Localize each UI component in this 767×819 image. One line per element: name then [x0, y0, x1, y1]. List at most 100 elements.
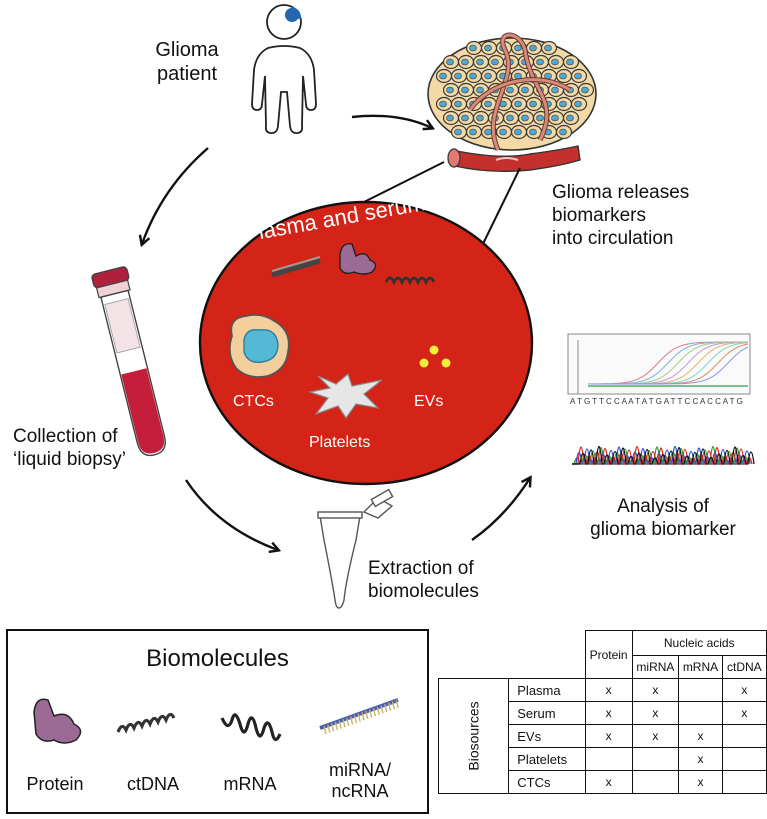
- blood-tube-icon: [91, 266, 166, 457]
- table-cell: x: [631, 678, 680, 702]
- sequence-text: A T G T T C C A A T A T G A T T C C A C …: [570, 397, 743, 406]
- tumor-cell-icon: [457, 82, 475, 98]
- chromatogram-icon: [572, 445, 755, 465]
- tumor-cell-icon: [435, 96, 453, 112]
- zoom-line-right: [479, 167, 521, 251]
- collection-label: Collection of‘liquid biopsy’: [13, 426, 127, 470]
- mirna-tooth: [368, 709, 373, 718]
- table-cell: x: [631, 724, 680, 748]
- tumor-cell-icon: [465, 40, 483, 56]
- table-row: Biosources Plasma x x x: [437, 678, 767, 794]
- tumor-cell-icon: [547, 54, 565, 70]
- tumor-cell-icon: [442, 54, 460, 70]
- mirna-tooth: [334, 721, 339, 731]
- row-name: Platelets: [508, 747, 586, 771]
- table-corner: [438, 630, 586, 679]
- table-row: CTCs x x: [439, 770, 767, 794]
- tumor-cell-icon: [570, 68, 588, 84]
- tumor-cell-icon: [442, 82, 460, 98]
- tumor-cell-icon: [525, 40, 543, 56]
- table-cell: [631, 747, 680, 771]
- evs-label: EVs: [414, 393, 444, 410]
- mirna-ncrna-label: miRNA/ ncRNA: [329, 760, 391, 801]
- protein-blob-icon-circle: [339, 243, 377, 275]
- tumor-cell-icon: [562, 54, 580, 70]
- row-name: EVs: [508, 724, 586, 748]
- tumor-cell-icon: [540, 40, 558, 56]
- ctdna-label: ctDNA: [126, 774, 179, 794]
- table-cell: [631, 770, 680, 794]
- table-cell: x: [678, 724, 723, 748]
- row-name: Serum: [508, 701, 586, 725]
- table-cell: x: [584, 701, 633, 725]
- qpcr-curve: [588, 346, 749, 385]
- table-row: Serum x x x: [439, 701, 767, 725]
- tumor-cell-icon: [465, 124, 483, 140]
- table-cell: [584, 747, 633, 771]
- platelet-icon: [307, 372, 383, 420]
- header-mrna: mRNA: [678, 655, 723, 679]
- mirna-tooth: [327, 724, 331, 733]
- eppendorf-tube-icon: [317, 488, 394, 609]
- tumor-cell-icon: [502, 110, 520, 126]
- tumor-cell-icon: [480, 40, 498, 56]
- mrna-icon: [220, 713, 282, 742]
- arrow-tube-to-extraction: [185, 479, 278, 550]
- tumor-cell-icon: [465, 68, 483, 84]
- mrna-label: mRNA: [223, 774, 277, 794]
- tumor-cell-icon: [525, 96, 543, 112]
- header-protein: Protein: [584, 630, 633, 679]
- platelets-label: Platelets: [309, 434, 371, 451]
- table-cell: x: [584, 724, 633, 748]
- tumor-cell-icon: [525, 124, 543, 140]
- ctc-cell-icon: [228, 313, 290, 378]
- tumor-cell-icon: [457, 110, 475, 126]
- row-name: CTCs: [508, 770, 586, 794]
- ev-dots-icon: [419, 345, 451, 368]
- tumor-cell-icon: [532, 54, 550, 70]
- header-ctdna: ctDNA: [721, 655, 767, 679]
- mirna-tooth: [361, 712, 365, 721]
- biosources-group-label: Biosources: [437, 678, 510, 794]
- mirna-tooth: [391, 701, 396, 710]
- tumor-cell-icon: [472, 110, 490, 126]
- tumor-cell-icon: [450, 68, 468, 84]
- table-cell: [721, 770, 767, 794]
- biomolecules-title: Biomolecules: [146, 645, 289, 672]
- mirna-tooth: [365, 710, 369, 720]
- tumor-cell-icon: [555, 96, 573, 112]
- mirna-ncrna-icon: [319, 698, 399, 735]
- tumor-cell-icon: [442, 110, 460, 126]
- tumor-cell-icon: [450, 96, 468, 112]
- table-cell: [721, 724, 767, 748]
- protein-label: Protein: [26, 774, 84, 794]
- mirna-tooth: [376, 706, 380, 715]
- biomolecules-panel: Biomolecules: [6, 629, 429, 814]
- qpcr-chart-icon: [567, 333, 751, 395]
- mirna-tooth: [349, 716, 354, 725]
- table-cell: x: [678, 770, 723, 794]
- chromatogram-trace: [572, 445, 751, 465]
- mirna-tooth: [330, 723, 335, 732]
- mirna-tooth: [380, 705, 384, 714]
- ctcs-label: CTCs: [233, 393, 274, 410]
- arrow-patient-to-tumor: [351, 114, 432, 128]
- header-nucleic-acids: Nucleic acids: [631, 630, 767, 656]
- table-cell: x: [721, 701, 767, 725]
- tumor-cell-icon: [450, 124, 468, 140]
- mirna-tooth: [357, 713, 361, 722]
- tumor-cell-icon: [510, 96, 528, 112]
- mirna-tooth: [338, 720, 342, 729]
- chromatogram-trace: [572, 445, 753, 465]
- tumor-cell-icon: [487, 54, 505, 70]
- protein-icon: [33, 698, 82, 744]
- mirna-tooth: [387, 702, 392, 711]
- tumor-cell-icon: [517, 82, 535, 98]
- header-mirna: miRNA: [631, 655, 680, 679]
- table-cell: [678, 678, 723, 702]
- tumor-cell-icon: [555, 68, 573, 84]
- tumor-cell-icon: [562, 110, 580, 126]
